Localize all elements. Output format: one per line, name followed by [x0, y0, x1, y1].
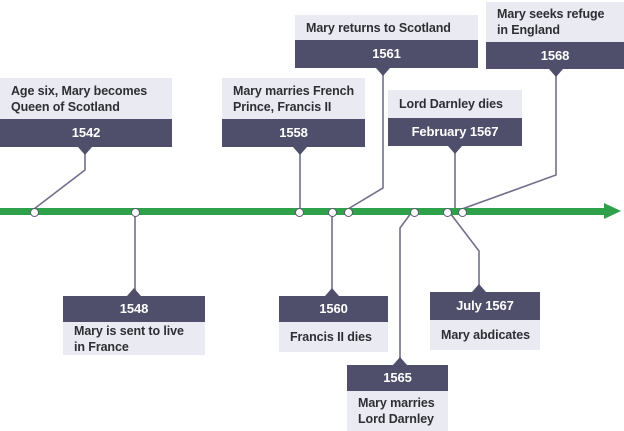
event-card-1560[interactable]: 1560 Francis II dies [279, 288, 388, 352]
event-pointer-1561 [376, 68, 390, 76]
event-text-1548: Mary is sent to live in France [63, 322, 205, 355]
event-year-1558: 1558 [222, 119, 365, 147]
event-year-1568: 1568 [486, 42, 624, 69]
event-card-1565[interactable]: 1565 Mary marries Lord Darnley [347, 357, 448, 431]
event-pointer-1567feb [448, 146, 462, 154]
event-year-1567feb: February 1567 [388, 118, 522, 146]
event-text-1542: Age six, Mary becomes Queen of Scotland [0, 78, 172, 119]
connector-1567jul [446, 208, 480, 292]
event-year-1548: 1548 [63, 296, 205, 322]
timeline-node-1561[interactable] [343, 207, 353, 217]
event-year-1567jul: July 1567 [430, 292, 540, 320]
event-card-1561[interactable]: Mary returns to Scotland 1561 [295, 15, 478, 76]
event-year-1560: 1560 [279, 296, 388, 322]
event-pointer-1560 [325, 288, 339, 296]
event-card-1567feb[interactable]: Lord Darnley dies February 1567 [388, 90, 522, 154]
event-text-1568: Mary seeks refuge in England [486, 2, 624, 42]
timeline-node-1568[interactable] [457, 207, 467, 217]
event-pointer-1558 [293, 147, 307, 155]
event-card-1558[interactable]: Mary marries French Prince, Francis II 1… [222, 78, 365, 155]
event-year-1565: 1565 [347, 365, 448, 391]
event-pointer-1565 [393, 357, 407, 365]
connector-1561 [347, 68, 384, 210]
event-card-1567jul[interactable]: July 1567 Mary abdicates [430, 284, 540, 350]
timeline-node-1560[interactable] [327, 207, 337, 217]
event-pointer-1568 [549, 69, 563, 77]
timeline-arrow-icon [604, 203, 621, 219]
timeline-node-1558[interactable] [294, 207, 304, 217]
connector-1542 [33, 147, 86, 210]
event-card-1542[interactable]: Age six, Mary becomes Queen of Scotland … [0, 78, 172, 155]
event-card-1568[interactable]: Mary seeks refuge in England 1568 [486, 2, 624, 77]
event-pointer-1567jul [472, 284, 486, 292]
timeline-node-1542[interactable] [29, 207, 39, 217]
event-text-1567jul: Mary abdicates [430, 320, 540, 350]
timeline-node-1565[interactable] [409, 207, 419, 217]
connector-1565 [399, 208, 415, 365]
event-text-1560: Francis II dies [279, 322, 388, 352]
timeline-node-1548[interactable] [130, 207, 140, 217]
event-text-1561: Mary returns to Scotland [295, 15, 478, 40]
event-card-1548[interactable]: 1548 Mary is sent to live in France [63, 288, 205, 355]
timeline-node-1567feb[interactable] [442, 207, 452, 217]
event-pointer-1542 [78, 147, 92, 155]
event-text-1567feb: Lord Darnley dies [388, 90, 522, 118]
connector-1568 [461, 69, 557, 210]
event-text-1558: Mary marries French Prince, Francis II [222, 78, 365, 119]
event-year-1542: 1542 [0, 119, 172, 147]
event-year-1561: 1561 [295, 40, 478, 68]
event-text-1565: Mary marries Lord Darnley [347, 391, 448, 431]
event-pointer-1548 [127, 288, 141, 296]
